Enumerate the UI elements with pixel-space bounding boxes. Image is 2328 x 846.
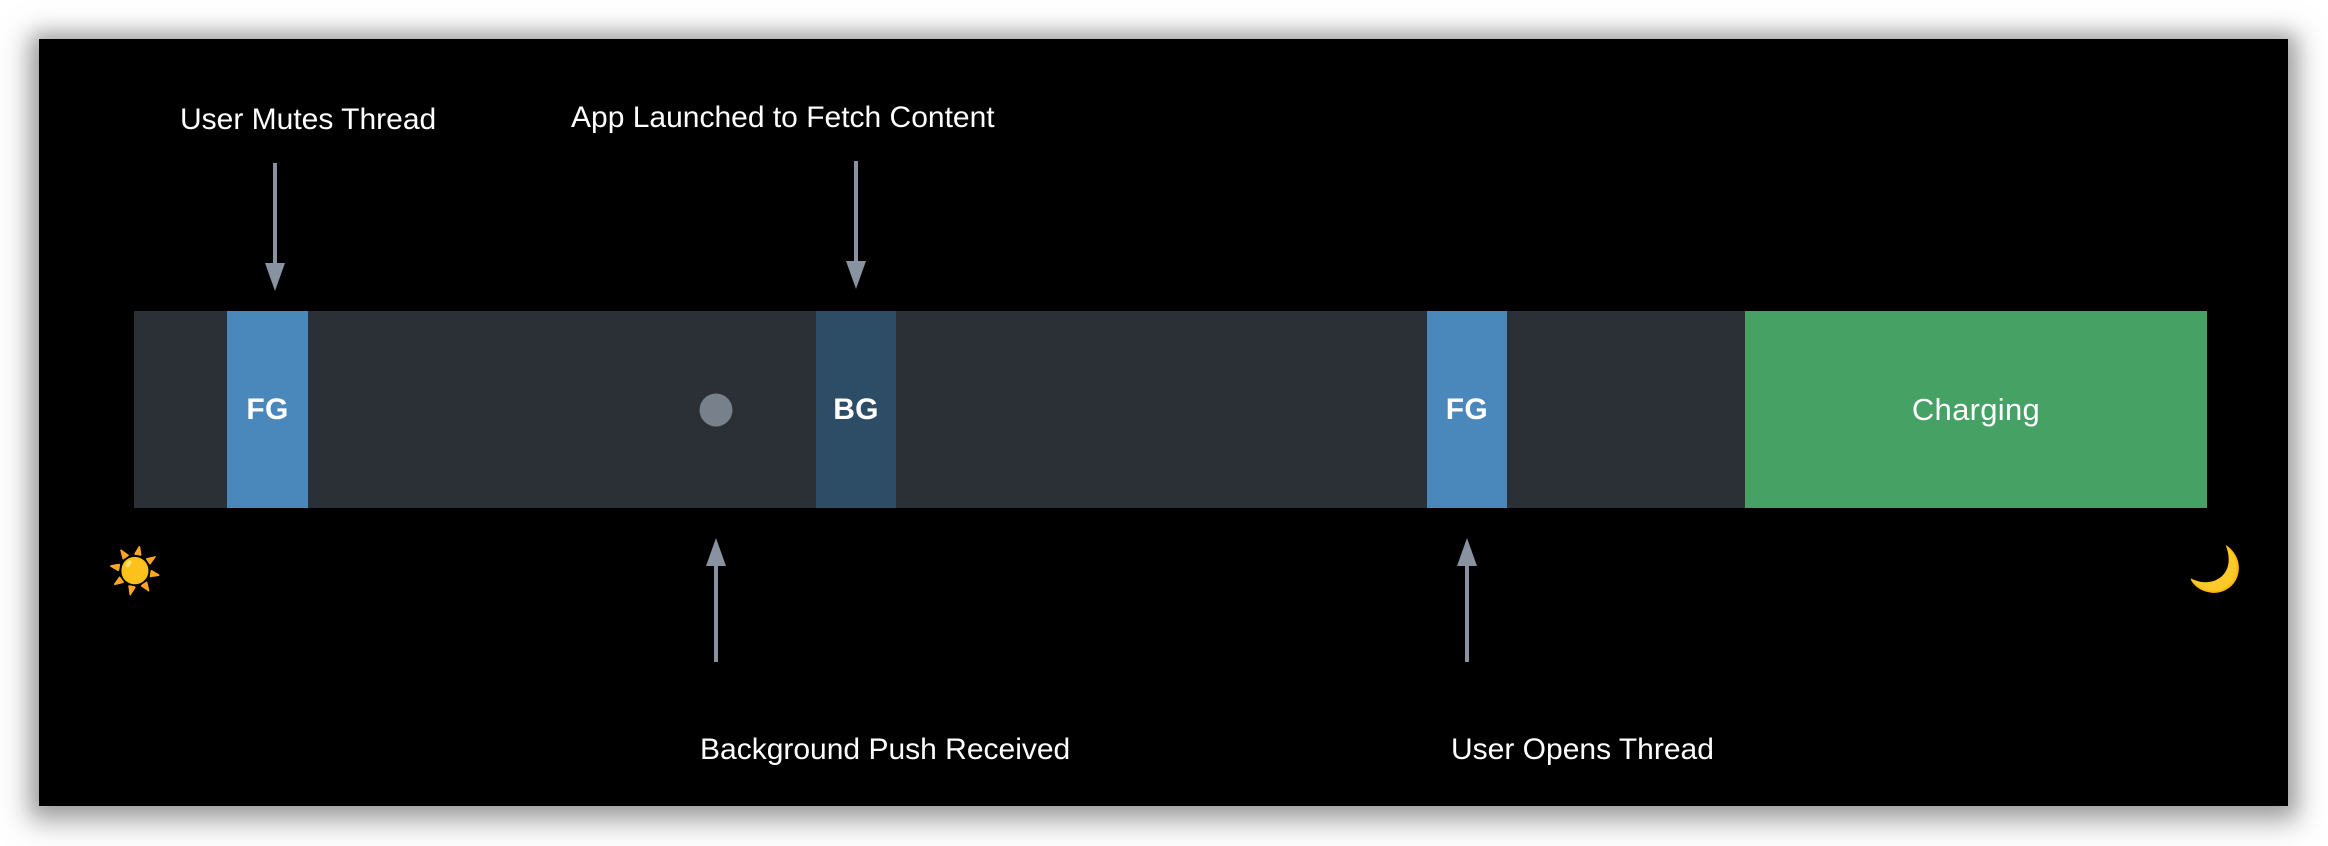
timeline-track: FG BG FG Charging bbox=[134, 311, 2207, 508]
annotation-label-above-app-launched-to-fetch-content: App Launched to Fetch Content bbox=[571, 101, 995, 134]
annotation-label-below-background-push-received: Background Push Received bbox=[700, 733, 1071, 766]
timeline-segment-label: BG bbox=[833, 392, 879, 426]
timeline-segment-label: FG bbox=[1445, 392, 1489, 426]
annotation-arrow-down-user-mutes-thread bbox=[263, 163, 287, 291]
timeline-panel: User Mutes Thread App Launched to Fetch … bbox=[39, 39, 2288, 806]
timeline-segment-foreground-1[interactable]: FG bbox=[227, 311, 308, 508]
annotation-label-above-user-mutes-thread: User Mutes Thread bbox=[180, 103, 437, 136]
push-event-dot-marker[interactable] bbox=[699, 393, 733, 426]
annotation-label-below-user-opens-thread: User Opens Thread bbox=[1451, 733, 1714, 766]
timeline-segment-foreground-2[interactable]: FG bbox=[1426, 311, 1507, 508]
timeline-segment-background[interactable]: BG bbox=[816, 311, 897, 508]
annotation-arrow-up-user-opens-thread bbox=[1455, 538, 1479, 662]
timeline-segment-label: FG bbox=[246, 392, 289, 426]
sun-icon: ☀️ bbox=[107, 547, 163, 596]
timeline-segment-label: Charging bbox=[1911, 392, 2041, 427]
crescent-moon-icon: 🌙 bbox=[2187, 545, 2243, 594]
annotation-arrow-down-app-launched-to-fetch-content bbox=[844, 161, 868, 289]
timeline-segment-charging[interactable]: Charging bbox=[1744, 311, 2207, 508]
annotation-arrow-up-background-push-received bbox=[704, 538, 728, 662]
